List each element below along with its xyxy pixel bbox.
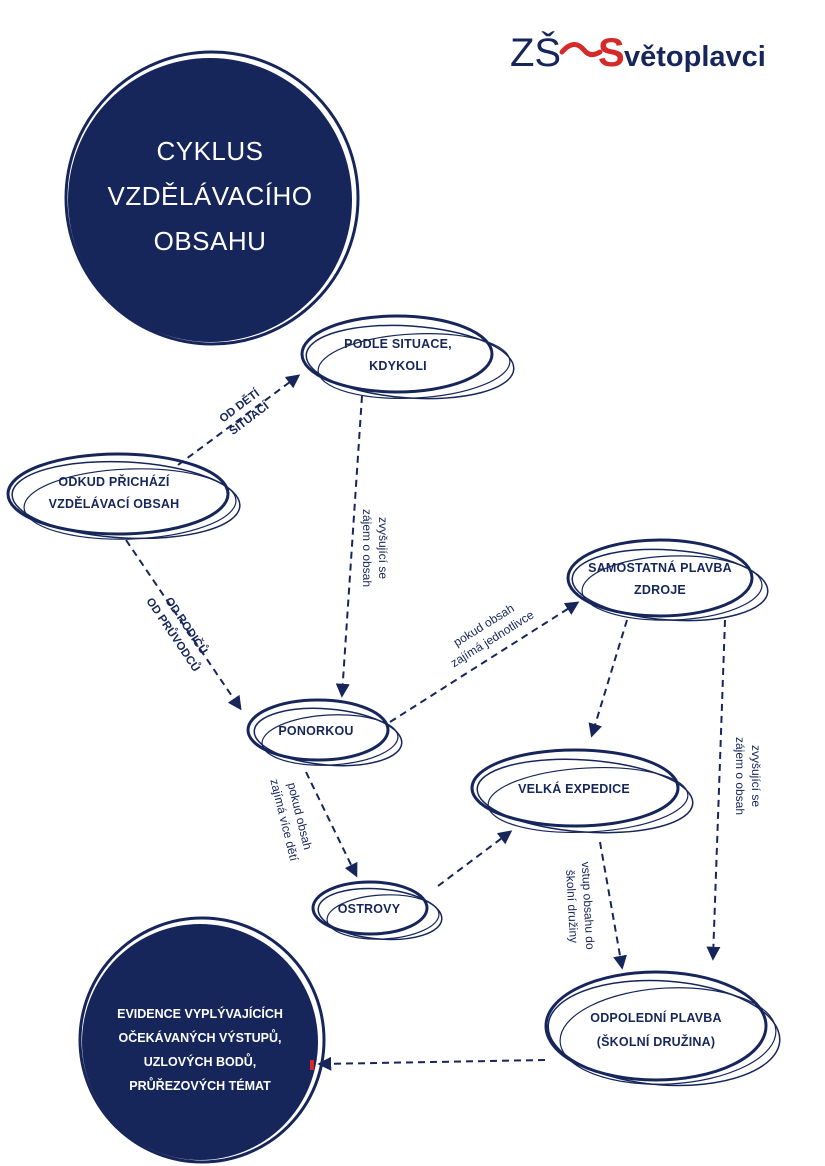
node-samostatna-line-1: SAMOSTATNÁ PLAVBA	[588, 560, 732, 575]
edge-label-zvysujici-1-line-1: zvyšující se	[376, 517, 390, 579]
node-situace-line-2: KDYKOLI	[369, 359, 427, 373]
edge-samostatna-odpoledni	[706, 619, 726, 961]
edge-label-zvysujici-1-line-2: zájem o obsah	[360, 509, 374, 587]
edge-label-vstup-line-2: školní družiny	[563, 869, 581, 943]
node-odkud: ODKUD PŘICHÁZÍ VZDĚLÁVACÍ OBSAH	[6, 452, 241, 540]
wave-icon	[559, 42, 603, 58]
node-samostatna: SAMOSTATNÁ PLAVBA ZDROJE	[566, 538, 769, 622]
edge-ostrovy-expedice	[437, 830, 513, 887]
logo-name-text: větoplavci	[624, 41, 766, 73]
edges	[125, 374, 726, 1071]
edge-label-zvysujici-2: zvyšující se zájem o obsah	[733, 737, 763, 815]
node-odpoledni-line-1: ODPOLEDNÍ PLAVBA	[590, 1010, 721, 1025]
edge-label-od-rodicu: OD RODIČŮ OD PRŮVODCŮ	[143, 594, 210, 674]
logo-zs-text: ZŠ	[510, 30, 561, 75]
node-samostatna-line-2: ZDROJE	[634, 583, 686, 597]
node-odpoledni: ODPOLEDNÍ PLAVBA (ŠKOLNÍ DRUŽINA)	[544, 970, 781, 1087]
edge-label-zvysujici-1: zvyšující se zájem o obsah	[360, 509, 390, 587]
edge-label-zvysujici-2-line-1: zvyšující se	[749, 745, 763, 807]
edge-odpoledni-evidence	[317, 1056, 546, 1071]
edge-expedice-odpoledni	[599, 841, 627, 970]
edge-samostatna-expedice	[588, 619, 628, 738]
edge-label-zvysujici-2-line-2: zájem o obsah	[733, 737, 747, 815]
edge-ponorkou-ostrovy	[305, 771, 358, 878]
title-line-2: VZDĚLÁVACÍHO	[108, 181, 313, 211]
title-circle: CYKLUS VZDĚLÁVACÍHO OBSAHU	[64, 50, 360, 346]
evidence-line-3: UZLOVÝCH BODŮ,	[144, 1053, 257, 1069]
edge-label-vstup: vstup obsahu do školní družiny	[563, 861, 598, 950]
node-ostrovy: OSTROVY	[311, 880, 443, 941]
edge-label-pokud-jednotlivce: pokud obsah zajímá jednotlivce	[448, 601, 537, 670]
title-line-1: CYKLUS	[156, 136, 263, 166]
node-situace: PODLE SITUACE, KDYKOLI	[300, 314, 515, 400]
node-odkud-line-1: ODKUD PŘICHÁZÍ	[58, 474, 169, 489]
node-odpoledni-line-2: (ŠKOLNÍ DRUŽINA)	[597, 1034, 715, 1049]
edge-odkud-ponorkou	[125, 539, 242, 711]
edge-situace-ponorkou	[335, 395, 363, 698]
logo-s-letter: S	[598, 31, 625, 75]
evidence-line-1: EVIDENCE VYPLÝVAJÍCÍCH	[117, 1006, 283, 1021]
node-ponorkou: PONORKOU	[246, 698, 403, 767]
node-expedice: VELKÁ EXPEDICE	[470, 748, 694, 834]
node-odkud-line-2: VZDĚLÁVACÍ OBSAH	[49, 496, 180, 511]
edge-label-vstup-line-1: vstup obsahu do	[579, 861, 598, 950]
node-ponorkou-label: PONORKOU	[278, 724, 353, 738]
evidence-circle: EVIDENCE VYPLÝVAJÍCÍCH OČEKÁVANÝCH VÝSTU…	[78, 916, 326, 1164]
red-mark	[310, 1060, 314, 1070]
node-expedice-label: VELKÁ EXPEDICE	[518, 781, 630, 796]
edge-label-pokud-vice: pokud obsah zajímá více dětí	[267, 777, 315, 863]
edge-odkud-situace	[177, 374, 301, 466]
node-situace-line-1: PODLE SITUACE,	[344, 337, 452, 351]
evidence-line-4: PRŮŘEZOVÝCH TÉMAT	[129, 1077, 271, 1093]
node-ostrovy-label: OSTROVY	[338, 902, 401, 916]
title-line-3: OBSAHU	[154, 226, 267, 256]
edge-label-od-deti: OD DĚTÍ SITUACÍ	[217, 386, 272, 438]
evidence-line-2: OČEKÁVANÝCH VÝSTUPŮ,	[119, 1029, 282, 1045]
school-logo: ZŠ S větoplavci	[510, 30, 766, 75]
edge-ponorkou-samostatna	[389, 601, 580, 723]
